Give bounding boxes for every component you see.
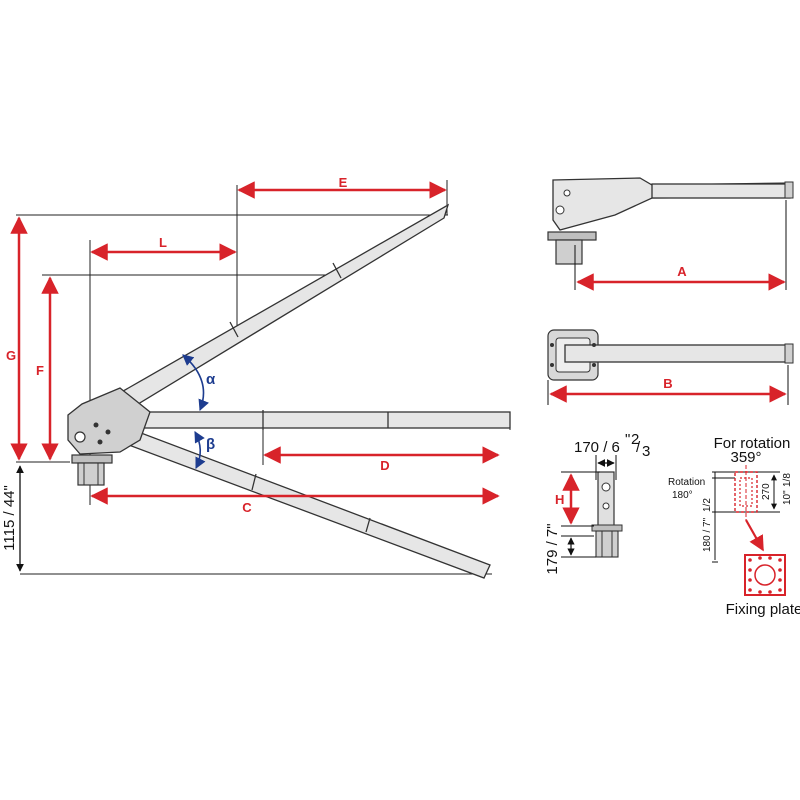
label-base-height: 179 / 7" <box>544 523 561 574</box>
side-view-a: A <box>547 177 794 291</box>
label-rotation-180-title: Rotation <box>668 477 705 488</box>
label-dim-10: 10" <box>782 490 793 505</box>
label-fixing-plate: Fixing plate <box>726 601 800 618</box>
label-dim-10-frac: 1/8 <box>782 473 793 487</box>
label-beta: β <box>206 436 215 453</box>
label-width-main: 170 / 6 <box>574 439 620 456</box>
label-rotation-359-title: For rotation <box>714 435 791 452</box>
dimension-g: G <box>6 216 28 461</box>
crane-head <box>67 387 151 486</box>
label-d: D <box>380 458 389 473</box>
label-width-fraction-slash: / <box>636 439 641 456</box>
label-width-fraction-inch: " <box>625 431 630 448</box>
rotation-detail: For rotation 359° Rotation 180° 180 / 7"… <box>668 435 800 618</box>
dimension-f: F <box>36 276 59 461</box>
lower-arm <box>108 424 491 579</box>
label-g: G <box>6 348 16 363</box>
fixing-plate-icon <box>744 554 786 596</box>
label-rotation-359-value: 359° <box>730 449 761 466</box>
label-width-fraction-num: 2 <box>631 431 639 448</box>
dimension-d: D <box>263 446 500 473</box>
top-view-b: B <box>547 329 794 405</box>
label-mount-height: 1115 / 44" <box>1 485 18 551</box>
label-dim-270: 270 <box>761 483 772 500</box>
label-c: C <box>242 500 252 515</box>
label-dim-180: 180 / 7" <box>702 517 713 552</box>
dimension-mount-height: 1115 / 44" <box>1 465 24 572</box>
label-a: A <box>677 264 687 279</box>
label-h: H <box>555 492 564 507</box>
label-dim-180-frac: 1/2 <box>702 498 713 512</box>
reference-lines <box>16 180 511 575</box>
upper-arm <box>89 203 450 427</box>
label-b: B <box>663 376 672 391</box>
label-e: E <box>339 175 348 190</box>
label-alpha: α <box>206 371 216 388</box>
dimension-l: L <box>90 235 237 261</box>
angle-alpha: α <box>182 354 216 412</box>
angle-beta: β <box>194 431 215 470</box>
front-view-h: 170 / 6 " 2 / 3 H 179 / 7" <box>544 431 650 575</box>
dimension-e: E <box>237 175 447 199</box>
label-f: F <box>36 363 44 378</box>
main-side-view: E L G F D C α <box>1 175 511 579</box>
label-width-fraction-den: 3 <box>642 443 650 460</box>
dimension-c: C <box>90 487 500 515</box>
label-rotation-180-value: 180° <box>672 490 693 501</box>
label-l: L <box>159 235 167 250</box>
horizontal-arm <box>129 410 511 430</box>
